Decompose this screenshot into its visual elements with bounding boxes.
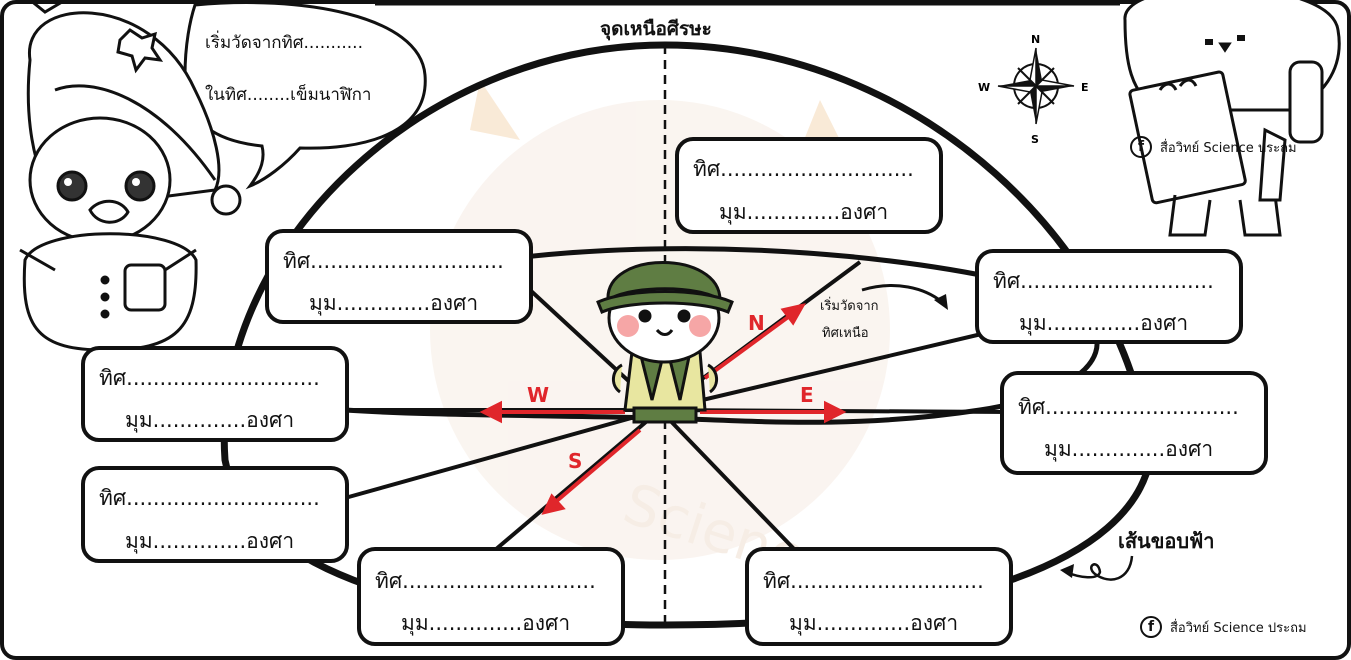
answer-box-bottom-left[interactable]: ทิศ............................. มุม....…	[357, 547, 625, 646]
compass-rose-icon: N S E W	[978, 33, 1089, 146]
answer-box-lower-left[interactable]: ทิศ............................. มุม....…	[81, 466, 349, 563]
zenith-title: จุดเหนือศีรษะ	[600, 18, 712, 40]
direction-blank: ทิศ.............................	[99, 366, 320, 390]
direction-blank: ทิศ.............................	[693, 157, 914, 181]
angle-blank: มุม..............องศา	[719, 200, 889, 224]
speech-bubble-line-1: เริ่มวัดจากทิศ...........	[205, 33, 363, 53]
direction-blank: ทิศ.............................	[283, 249, 504, 273]
facebook-icon: f	[1140, 616, 1162, 638]
answer-box-upper-left[interactable]: ทิศ............................. มุม....…	[265, 229, 533, 324]
angle-blank: มุม..............องศา	[401, 611, 571, 635]
answer-box-upper-right[interactable]: ทิศ............................. มุม....…	[975, 249, 1243, 344]
direction-blank: ทิศ.............................	[993, 269, 1214, 293]
arrow-label-s: S	[568, 449, 582, 473]
arrow-label-w: W	[527, 383, 549, 407]
angle-blank: มุม..............องศา	[125, 529, 295, 553]
penguin-character-illustration	[19, 0, 242, 352]
credit-bottom: f สื่อวิทย์ Science ประถม	[1140, 616, 1307, 638]
direction-blank: ทิศ.............................	[1018, 395, 1239, 419]
credit-top: f สื่อวิทย์ Science ประถม	[1130, 136, 1297, 158]
answer-box-bottom-right[interactable]: ทิศ............................. มุม....…	[745, 547, 1013, 646]
angle-blank: มุม..............องศา	[125, 408, 295, 432]
credit-top-text: สื่อวิทย์ Science ประถม	[1160, 140, 1297, 156]
student-character-illustration	[1123, 0, 1341, 237]
svg-text:N: N	[1031, 33, 1040, 46]
hint-line-2: ทิศเหนือ	[822, 326, 869, 341]
facebook-icon: f	[1130, 136, 1152, 158]
direction-blank: ทิศ.............................	[375, 569, 596, 593]
direction-blank: ทิศ.............................	[763, 569, 984, 593]
answer-box-mid-right[interactable]: ทิศ............................. มุม....…	[1000, 371, 1268, 475]
credit-text: สื่อวิทย์ Science ประถม	[1170, 620, 1307, 636]
svg-text:E: E	[1081, 81, 1089, 94]
kid-soldier-illustration	[596, 261, 734, 424]
svg-text:S: S	[1031, 133, 1039, 146]
arrow-label-e: E	[800, 383, 814, 407]
speech-bubble-line-2: ในทิศ........เข็มนาฬิกา	[205, 85, 372, 105]
direction-blank: ทิศ.............................	[99, 486, 320, 510]
angle-blank: มุม..............องศา	[789, 611, 959, 635]
horizon-label: เส้นขอบฟ้า	[1118, 529, 1215, 553]
angle-blank: มุม..............องศา	[1044, 437, 1214, 461]
hint-arrow	[861, 284, 943, 304]
svg-text:W: W	[978, 81, 990, 94]
answer-box-top[interactable]: ทิศ............................. มุม....…	[675, 137, 943, 234]
horizon-pointer	[1065, 555, 1134, 581]
arrow-label-n: N	[748, 311, 765, 335]
angle-blank: มุม..............องศา	[1019, 311, 1189, 335]
angle-blank: มุม..............องศา	[309, 291, 479, 315]
answer-box-mid-left[interactable]: ทิศ............................. มุม....…	[81, 346, 349, 442]
direction-arrows	[479, 303, 847, 515]
hint-line-1: เริ่มวัดจาก	[820, 299, 879, 314]
